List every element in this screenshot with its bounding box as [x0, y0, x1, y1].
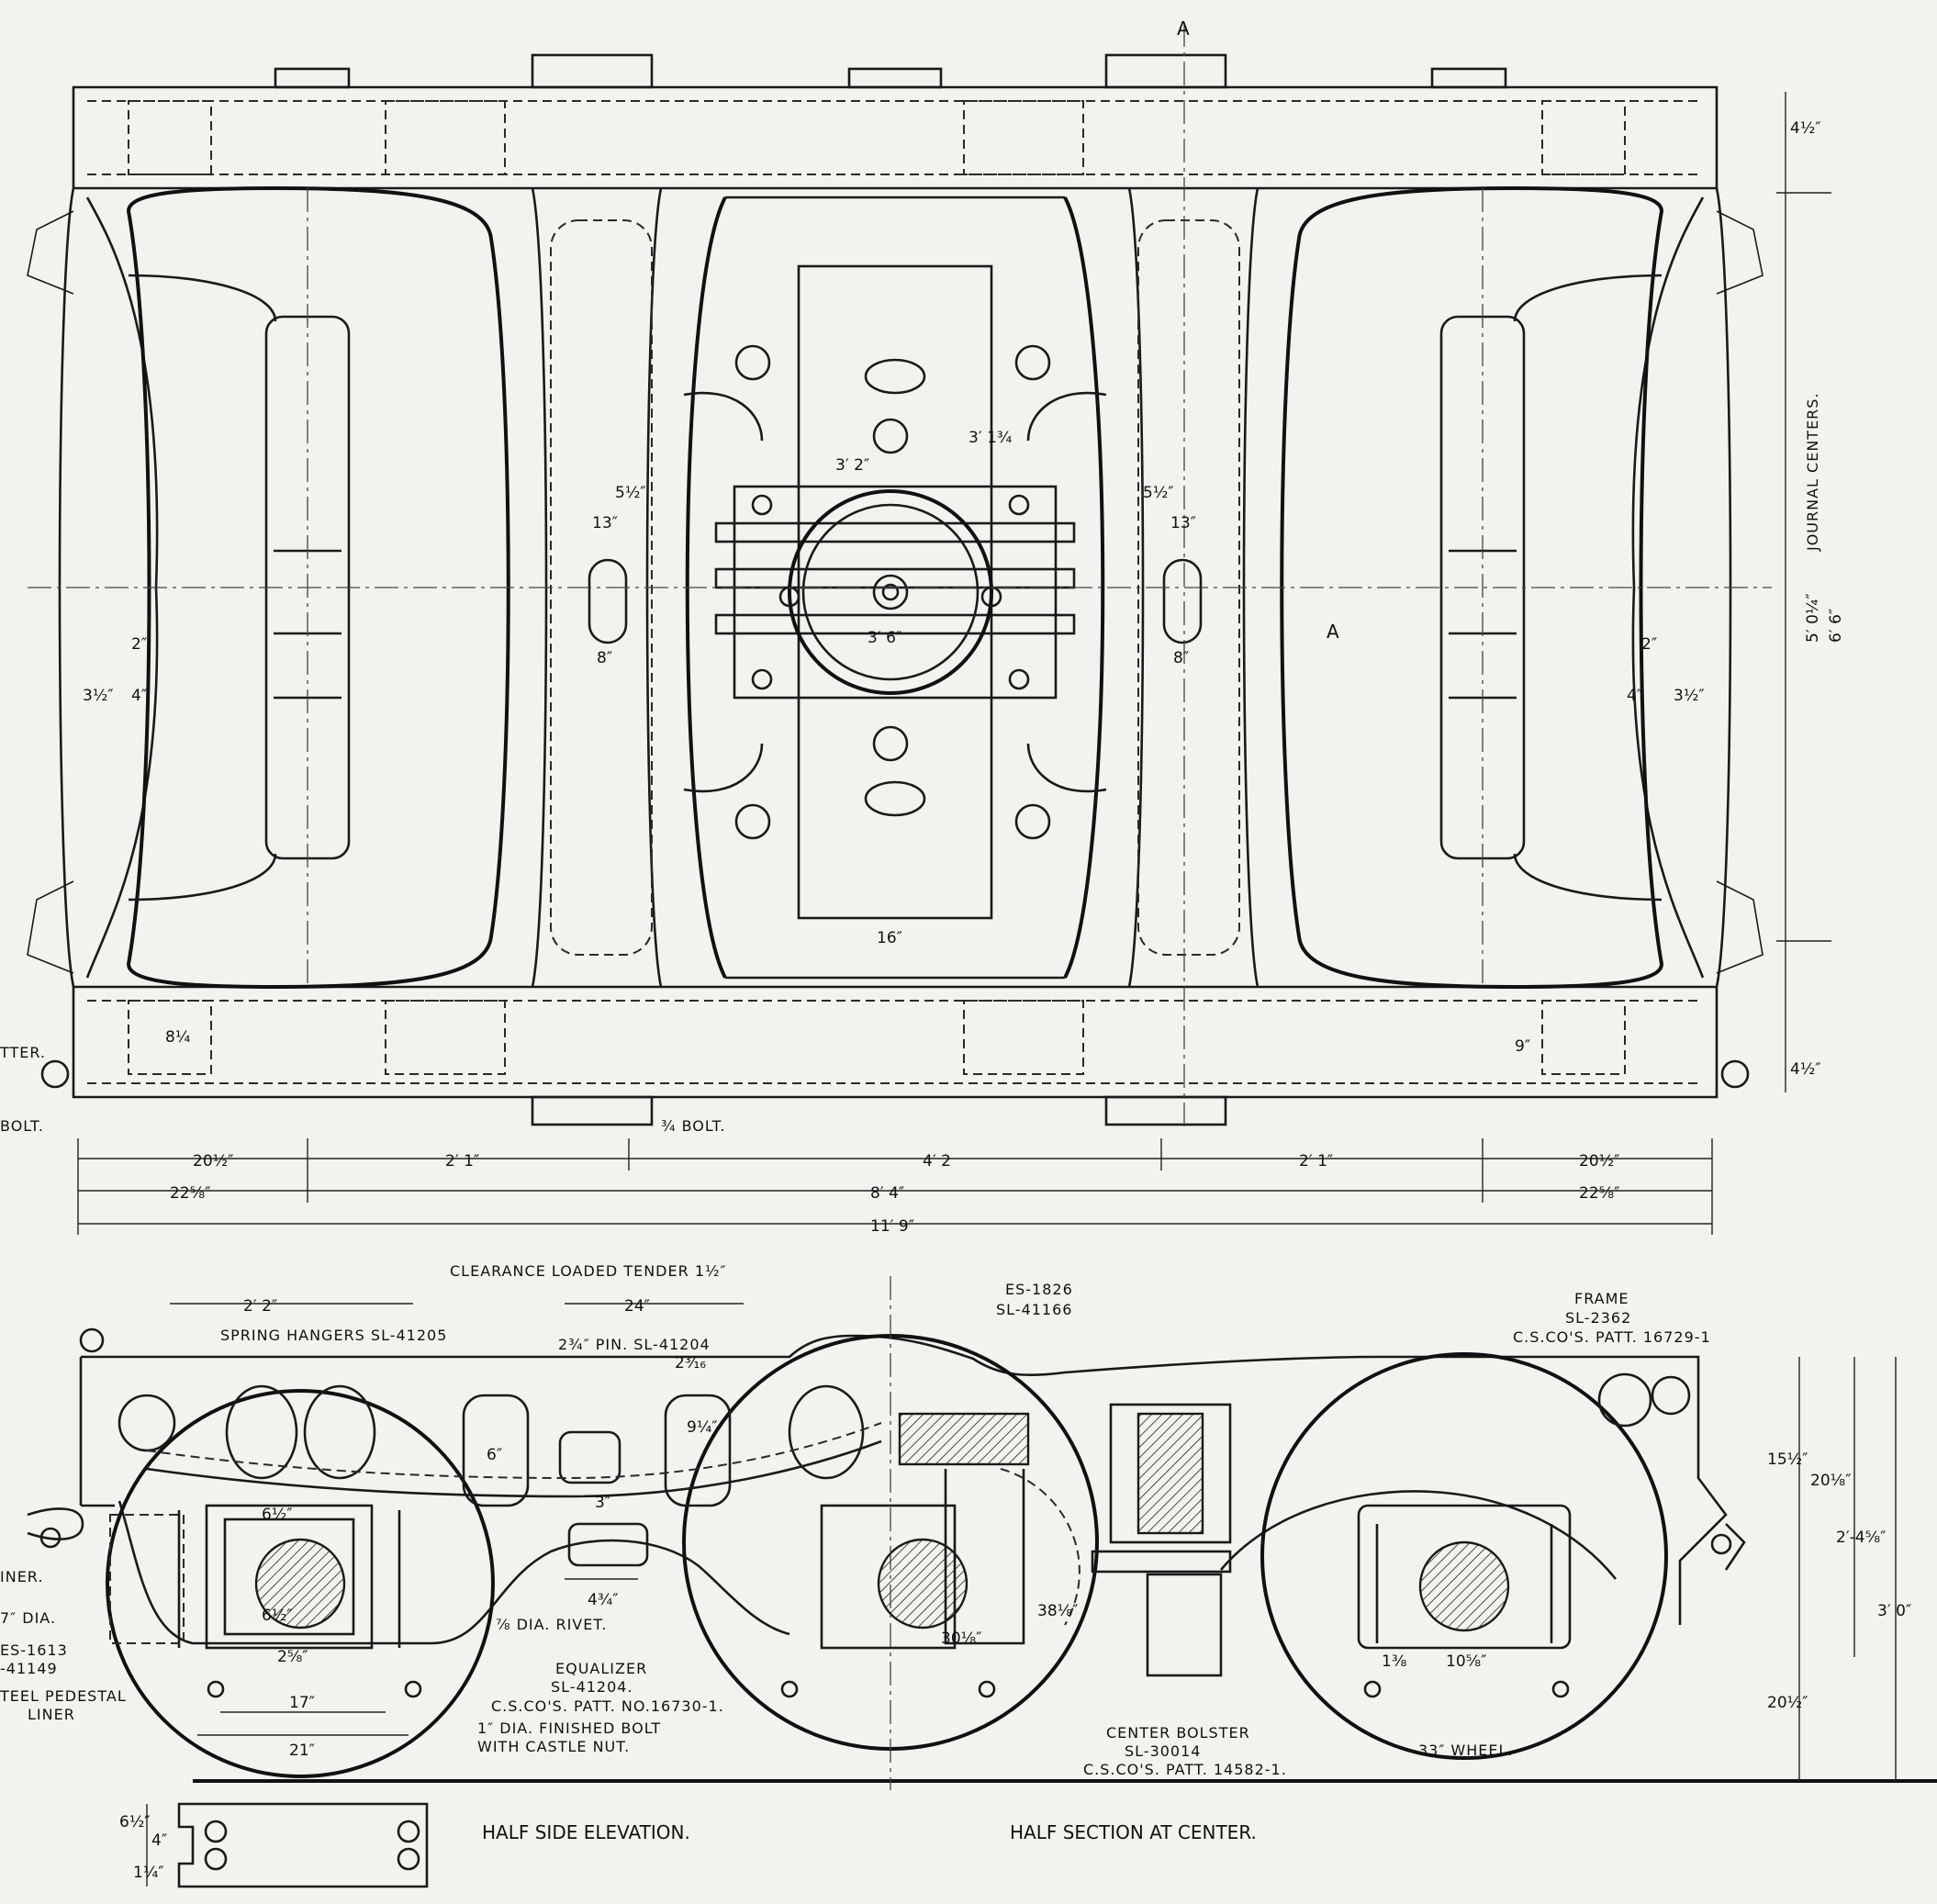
dim-38: 38⅛″: [1037, 1602, 1078, 1620]
wheel-left: [106, 1389, 495, 1778]
side-elevation: CLEARANCE LOADED TENDER 1½″ 2′ 2″ 24″ SP…: [0, 1262, 1937, 1790]
left-tter-label: TTER.: [0, 1044, 46, 1061]
es1826-label: ES-1826: [1005, 1281, 1073, 1298]
dim-2-4: 2′-4⅝″: [1836, 1529, 1886, 1547]
dim-21: 21″: [289, 1742, 315, 1760]
dim-6: 6″: [487, 1446, 502, 1464]
rail-pockets: [40, 53, 1750, 1126]
rivet-label: ⅞ DIA. RIVET.: [496, 1616, 607, 1633]
dim-6h: 6½″: [262, 1506, 293, 1524]
dim-4a: 4″: [131, 687, 147, 705]
dim-2-2: 2′ 2″: [243, 1297, 277, 1316]
dim-13b: 13″: [1170, 514, 1196, 532]
inner-label: INER.: [0, 1568, 43, 1585]
key-dim-3: 1¼″: [133, 1864, 164, 1882]
dim-3-2: 3′ 2″: [835, 456, 869, 475]
dim-span-2-1b: 2′ 1″: [1299, 1152, 1333, 1170]
dim-8b: 8″: [1173, 649, 1189, 667]
pedestal-label-2: LINER: [28, 1706, 75, 1723]
center-bolster-patt-label: C.S.CO'S. PATT. 14582-1.: [1083, 1761, 1287, 1778]
dim-8q: 8¼: [165, 1028, 190, 1047]
dim-20b: 20½″: [1767, 1694, 1808, 1712]
dim-span-2-1a: 2′ 1″: [445, 1152, 479, 1170]
sl41166-label: SL-41166: [996, 1301, 1072, 1318]
dim-8a: 8″: [597, 649, 612, 667]
caption-area: 6½″ 4″ 1¼″ HALF SIDE ELEVATION. HALF SEC…: [119, 1802, 1257, 1888]
finished-bolt-label-2: WITH CASTLE NUT.: [477, 1738, 630, 1755]
dim-2-5: 2⁵⁄₈″: [277, 1648, 308, 1666]
clearance-label: CLEARANCE LOADED TENDER 1½″: [450, 1262, 726, 1280]
dim-1-3: 1⅜: [1382, 1652, 1406, 1671]
wheel-label: 33″ WHEEL.: [1418, 1742, 1514, 1759]
dim-bolster-width: 16″: [877, 929, 902, 947]
es1613-label: ES-1613: [0, 1641, 68, 1659]
center-bolster-label: CENTER BOLSTER: [1106, 1724, 1250, 1742]
frame-patt-label: C.S.CO'S. PATT. 16729-1: [1513, 1328, 1711, 1346]
dim-5a: 5½″: [615, 484, 646, 502]
dim-3: 3″: [595, 1494, 610, 1512]
dia7-label: 7″ DIA.: [0, 1609, 56, 1627]
frame-label: FRAME: [1574, 1290, 1629, 1307]
section-mark-top: A: [1177, 17, 1190, 39]
center-bolster-section: [898, 1403, 1232, 1677]
dim-2b: 2″: [1641, 635, 1657, 654]
dim-5b: 5½″: [1143, 484, 1174, 502]
dim-9q: 9¼″: [687, 1418, 718, 1437]
center-bolster-plan: [683, 196, 1107, 980]
dim-6h2: 6½″: [262, 1607, 293, 1625]
caption-half-side-elevation: HALF SIDE ELEVATION.: [482, 1821, 690, 1843]
dim-end-20a: 20½″: [193, 1152, 233, 1170]
dim-17: 17″: [289, 1694, 315, 1712]
dim-3-1: 3′ 1¾: [968, 429, 1012, 447]
equalizer-patt-label: C.S.CO'S. PATT. NO.16730-1.: [491, 1697, 724, 1715]
dim-4-top: 4½″: [1790, 119, 1821, 138]
dimension-strings: 20½″ 2′ 1″ 4′ 2 2′ 1″ 20½″ 22⅝″ 8′ 4″ 22…: [77, 1138, 1713, 1236]
finished-bolt-label-1: 1″ DIA. FINISHED BOLT: [477, 1719, 661, 1737]
dim-4b: 4″: [1627, 687, 1642, 705]
dim-end-20b: 20½″: [1579, 1152, 1619, 1170]
dim-2a: 2″: [131, 635, 147, 654]
caption-half-section: HALF SECTION AT CENTER.: [1010, 1821, 1257, 1843]
bolt-label: ¾ BOLT.: [661, 1117, 726, 1135]
section-mark-bottom: A: [1327, 621, 1339, 643]
pin-label: 2¾″ PIN. SL-41204: [558, 1336, 711, 1353]
equalizer-sl-label: SL-41204.: [551, 1678, 633, 1696]
key-dim-1: 6½″: [119, 1813, 151, 1831]
dim-3-0: 3′ 0″: [1877, 1602, 1911, 1620]
dim-3b: 3½″: [1674, 687, 1705, 705]
journal-dim-a: 5′ 0¼″: [1804, 593, 1822, 643]
dim-24: 24″: [624, 1297, 650, 1316]
spring-hangers: [118, 1372, 1691, 1507]
dim-4-3: 4¾″: [588, 1591, 619, 1609]
dim-9: 9″: [1515, 1037, 1530, 1056]
dim-center-pin: 3′ 6″: [868, 629, 901, 647]
dim-end-22b: 22⅝″: [1579, 1184, 1619, 1203]
spring-hangers-label: SPRING HANGERS SL-41205: [220, 1327, 447, 1344]
dim-10: 10⅝″: [1446, 1652, 1486, 1671]
journal-dim-b: 6′ 6″: [1827, 609, 1845, 643]
sl4114-label: -41149: [0, 1660, 58, 1677]
dim-20-1: 20⅛″: [1810, 1472, 1851, 1490]
journal-centers-label: JOURNAL CENTERS.: [1804, 392, 1821, 552]
dim-4-bot: 4½″: [1790, 1060, 1821, 1079]
plan-view: A A 16″ 3′ 6″ 3′ 2″ 3′ 1¾ 5½″ 5½″ 13″ 13…: [0, 17, 1845, 1135]
key-dim-2: 4″: [151, 1831, 167, 1850]
pedestal-label-1: TEEL PEDESTAL: [0, 1687, 127, 1705]
dim-15: 15½″: [1767, 1450, 1808, 1469]
equalizer-label: EQUALIZER: [555, 1660, 647, 1677]
left-bolt-label: BOLT.: [0, 1117, 44, 1135]
wheel-right: [1260, 1352, 1668, 1760]
dim-3a: 3½″: [83, 687, 114, 705]
dim-center-4-2: 4′ 2: [923, 1152, 951, 1170]
frame-sl-label: SL-2362: [1565, 1309, 1631, 1327]
dim-2-3: 2³⁄₁₆: [675, 1354, 706, 1372]
dim-wheelbase: 8′ 4″: [870, 1184, 904, 1203]
dim-13a: 13″: [592, 514, 618, 532]
dim-30: 30⅛″: [941, 1630, 981, 1648]
dim-end-22a: 22⅝″: [170, 1184, 210, 1203]
dim-overall: 11′ 9″: [870, 1217, 914, 1236]
center-bolster-sl-label: SL-30014: [1125, 1742, 1201, 1760]
